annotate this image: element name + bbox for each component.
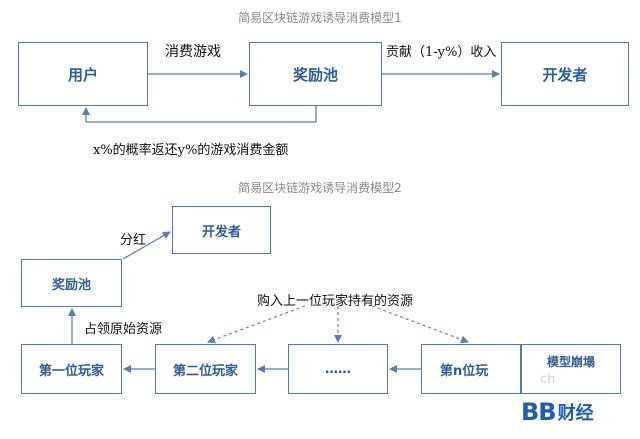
developer-node: 开发者 (501, 42, 629, 106)
consume-game-label: 消费游戏 (165, 44, 221, 60)
ellipsis-node: …… (288, 344, 388, 394)
return-probability-label: x%的概率返还y%的游戏消费金额 (93, 143, 289, 158)
model1-title: 简易区块链游戏诱导消费模型1 (238, 11, 402, 25)
reward-pool-node-2: 奖励池 (21, 259, 122, 307)
dashed-arrow-to-player2 (207, 305, 306, 344)
arrow-pool-to-user (82, 106, 317, 123)
user-node: 用户 (18, 42, 148, 106)
logo-caijing: 财经 (557, 403, 594, 424)
model-collapse-node: 模型崩塌 (521, 344, 621, 394)
dividend-label: 分红 (120, 233, 147, 248)
model2-title: 简易区块链游戏诱导消费模型2 (238, 181, 402, 195)
player-n-node: 第n位玩 (421, 344, 521, 394)
dashed-arrow-to-playern (371, 305, 469, 344)
contribute-income-label: 贡献（1-y%）收入 (386, 45, 497, 60)
player2-node: 第二位玩家 (155, 344, 256, 394)
watermark-text: ch (540, 372, 556, 387)
occupy-resource-label: 占领原始资源 (84, 322, 163, 337)
buy-resource-label: 购入上一位玩家持有的资源 (257, 294, 414, 309)
logo-bb: BB (521, 398, 557, 426)
developer-node-2: 开发者 (172, 206, 271, 254)
bb-caijing-logo: BB 财经 (521, 398, 594, 426)
player1-node: 第一位玩家 (21, 344, 122, 394)
arrow-pool-to-dev-2 (122, 231, 171, 260)
reward-pool-node: 奖励池 (249, 42, 382, 106)
